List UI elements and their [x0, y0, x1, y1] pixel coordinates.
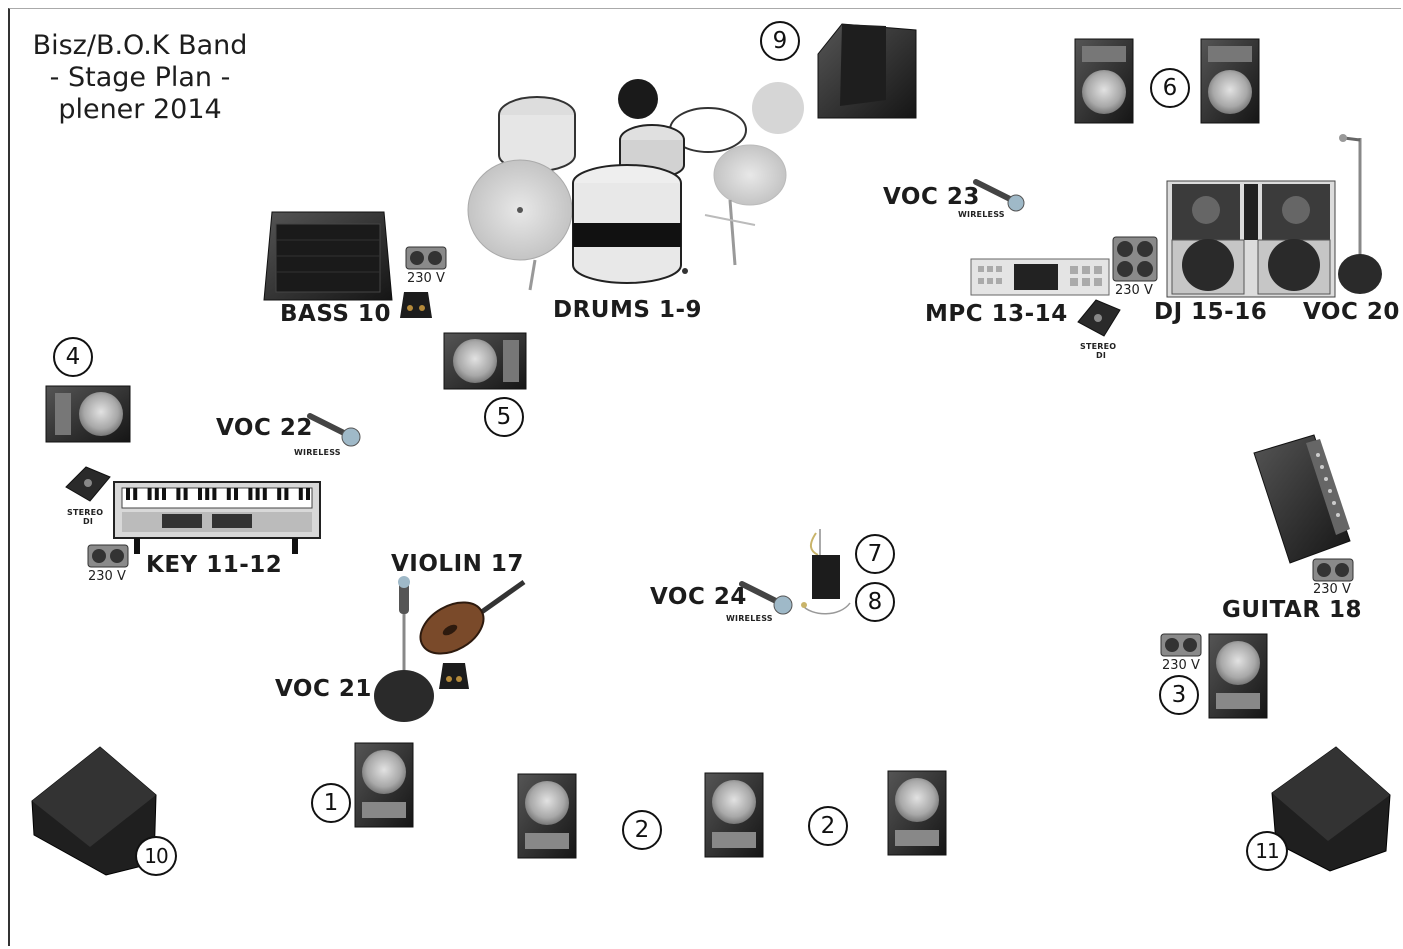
key-di-di-text: DI: [83, 517, 94, 526]
key-di-stereo-text: STEREO: [67, 508, 104, 517]
voc23-label: VOC 23: [883, 184, 980, 210]
mic-stand-voc21-icon: [374, 576, 434, 722]
power-outlet-guitar-icon: [1312, 558, 1354, 582]
voc22-label: VOC 22: [216, 415, 313, 441]
wireless-mic-voc24-icon: [739, 581, 793, 615]
keyboard-icon: [113, 481, 321, 554]
main-speaker-11-icon: [1271, 746, 1391, 872]
monitor-5-wedge-icon: [443, 332, 527, 390]
monitor-6-left-speaker-icon: [1074, 38, 1134, 124]
power-outlet-bass-icon: [405, 246, 447, 270]
wireless-mic-voc22-icon: [307, 413, 361, 447]
mpc-sampler-icon: [970, 258, 1110, 296]
di-box-bass-icon: [400, 292, 432, 318]
dj-label: DJ 15-16: [1154, 299, 1268, 325]
monitor-2a-badge: 2: [622, 810, 662, 850]
key-label: KEY 11-12: [146, 552, 283, 578]
monitor-2-left-speaker-icon: [517, 773, 577, 859]
key-power-text: 230 V: [88, 569, 126, 584]
power-outlet-monitor3-icon: [1160, 633, 1202, 657]
voc23-wireless-text: WIRELESS: [958, 210, 1005, 219]
mpc-di-stereo-text: STEREO: [1080, 342, 1117, 351]
monitor-6-right-speaker-icon: [1200, 38, 1260, 124]
mpc-di-di-text: DI: [1096, 351, 1107, 360]
monitor-10-badge: 10: [135, 836, 177, 876]
monitor-1-badge: 1: [311, 783, 351, 823]
monitor-2b-badge: 2: [808, 806, 848, 846]
title-line-2: - Stage Plan -: [49, 62, 231, 93]
monitor-2-center-speaker-icon: [704, 772, 764, 858]
power-strip-quad-icon: [1112, 236, 1158, 282]
monitor-3-badge: 3: [1159, 675, 1199, 715]
monitor-9-badge: 9: [760, 21, 800, 61]
monitor-4-wedge-icon: [45, 385, 131, 443]
guitar-label: GUITAR 18: [1222, 597, 1363, 623]
title-line-1: Bisz/B.O.K Band: [32, 30, 248, 61]
stage-plan-title: Bisz/B.O.K Band - Stage Plan - plener 20…: [20, 30, 260, 126]
stereo-di-box-key-icon: [65, 466, 111, 502]
drum-kit-icon: [467, 79, 804, 291]
bass-power-text: 230 V: [407, 271, 445, 286]
voc21-label: VOC 21: [275, 676, 372, 702]
bass-label: BASS 10: [280, 301, 391, 327]
monitor-3-speaker-icon: [1208, 633, 1268, 719]
monitor-1-speaker-icon: [354, 742, 414, 828]
monitor-9-wedge-icon: [817, 23, 917, 119]
monitor3-power-text: 230 V: [1162, 658, 1200, 673]
power-outlet-key-icon: [87, 544, 129, 568]
violin-label: VIOLIN 17: [391, 551, 524, 577]
bass-amp-icon: [263, 211, 393, 301]
voc24-label: VOC 24: [650, 584, 747, 610]
voc22-wireless-text: WIRELESS: [294, 448, 341, 457]
monitor-7-badge: 7: [855, 534, 895, 574]
wireless-mic-voc23-icon: [973, 179, 1025, 212]
monitor-6-badge: 6: [1150, 68, 1190, 108]
mpc-power-text: 230 V: [1115, 283, 1153, 298]
in-ear-monitor-pack-icon: [801, 529, 851, 615]
violin-icon: [419, 579, 526, 655]
stage-frame: [8, 8, 1401, 946]
stereo-di-box-mpc-icon: [1077, 299, 1121, 337]
monitor-5-badge: 5: [484, 397, 524, 437]
mpc-label: MPC 13-14: [925, 301, 1068, 327]
drums-label: DRUMS 1-9: [553, 297, 702, 323]
di-box-violin-icon: [439, 663, 469, 689]
title-line-3: plener 2014: [58, 94, 222, 125]
voc24-wireless-text: WIRELESS: [726, 614, 773, 623]
mic-stand-voc20-icon: [1338, 134, 1382, 294]
main-speaker-10-icon: [31, 746, 157, 876]
guitar-power-text: 230 V: [1313, 582, 1351, 597]
monitor-8-badge: 8: [855, 582, 895, 622]
voc20-label: VOC 20: [1303, 299, 1400, 325]
monitor-11-badge: 11: [1246, 831, 1288, 871]
guitar-amp-icon: [1253, 434, 1351, 564]
dj-turntables-icon: [1166, 180, 1336, 298]
monitor-4-badge: 4: [53, 337, 93, 377]
monitor-2-right-speaker-icon: [887, 770, 947, 856]
